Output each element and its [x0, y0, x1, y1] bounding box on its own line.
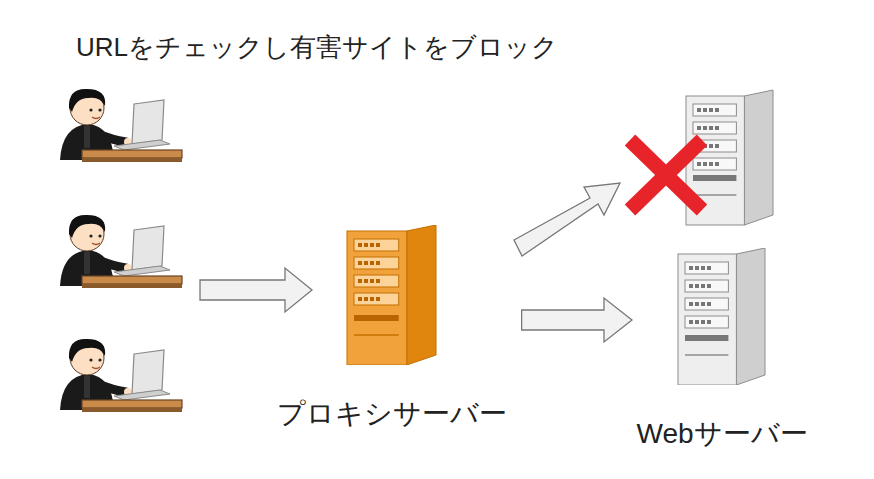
drive-led — [364, 261, 368, 265]
block-arrow — [522, 298, 632, 342]
drive-led — [697, 126, 701, 130]
drive-led — [709, 108, 713, 112]
student-illustration — [60, 89, 182, 162]
drive-led — [715, 126, 719, 130]
server-side — [407, 225, 436, 365]
drive-led — [689, 284, 693, 288]
drive-led — [703, 126, 707, 130]
drive-led — [709, 144, 713, 148]
server-node: プロキシサーバー — [277, 225, 507, 433]
drive-bay — [354, 275, 399, 287]
drive-led — [358, 279, 362, 283]
drive-led — [695, 302, 699, 306]
drive-led — [703, 162, 707, 166]
student-illustration — [60, 339, 182, 412]
drive-led — [689, 320, 693, 324]
server-line — [685, 354, 728, 356]
drive-bay — [354, 293, 399, 305]
drive-led — [364, 279, 368, 283]
drive-led — [701, 266, 705, 270]
drive-bay — [685, 280, 728, 292]
drive-led — [358, 261, 362, 265]
drive-led — [707, 266, 711, 270]
drive-led — [358, 297, 362, 301]
drive-led — [689, 266, 693, 270]
server-side — [744, 90, 773, 225]
server-icon — [346, 225, 438, 365]
drive-led — [707, 284, 711, 288]
drive-led — [370, 261, 374, 265]
drive-bay — [685, 262, 728, 274]
drive-bay — [354, 239, 399, 251]
drive-led — [697, 108, 701, 112]
drive-led — [715, 144, 719, 148]
server-line — [693, 194, 736, 196]
drive-bay — [693, 158, 736, 170]
drive-led — [701, 302, 705, 306]
server-line — [354, 334, 399, 336]
drive-led — [697, 162, 701, 166]
drive-led — [695, 284, 699, 288]
drive-led — [709, 162, 713, 166]
server-slot — [693, 175, 736, 181]
drive-led — [376, 279, 380, 283]
drive-led — [703, 108, 707, 112]
drive-bay — [354, 257, 399, 269]
drive-bay — [693, 104, 736, 116]
drive-led — [370, 243, 374, 247]
node-label: Webサーバー — [636, 415, 807, 453]
drive-led — [707, 320, 711, 324]
drive-led — [701, 284, 705, 288]
drive-bay — [685, 298, 728, 310]
drive-led — [370, 297, 374, 301]
drive-led — [695, 266, 699, 270]
block-mark — [630, 140, 702, 210]
student-illustration — [60, 215, 182, 288]
drive-led — [364, 243, 368, 247]
server-slot — [354, 315, 399, 321]
drive-led — [358, 243, 362, 247]
drive-led — [376, 243, 380, 247]
node-label: プロキシサーバー — [277, 395, 507, 433]
block-arrow — [200, 268, 312, 312]
server-side — [736, 248, 765, 385]
drive-led — [709, 126, 713, 130]
drive-led — [707, 302, 711, 306]
server-node: Webサーバー — [636, 248, 807, 453]
drive-led — [689, 302, 693, 306]
server-icon — [677, 248, 767, 385]
server-slot — [685, 335, 728, 341]
server-front — [678, 254, 736, 385]
drive-led — [695, 320, 699, 324]
drive-bay — [693, 122, 736, 134]
drive-led — [376, 297, 380, 301]
drive-led — [701, 320, 705, 324]
title: URLをチェックし有害サイトをブロック — [76, 30, 558, 65]
block-arrow — [514, 183, 620, 256]
drive-bay — [685, 316, 728, 328]
drive-led — [715, 108, 719, 112]
drive-led — [364, 297, 368, 301]
drive-led — [715, 162, 719, 166]
server-front — [347, 231, 407, 365]
drive-led — [376, 261, 380, 265]
drive-led — [370, 279, 374, 283]
